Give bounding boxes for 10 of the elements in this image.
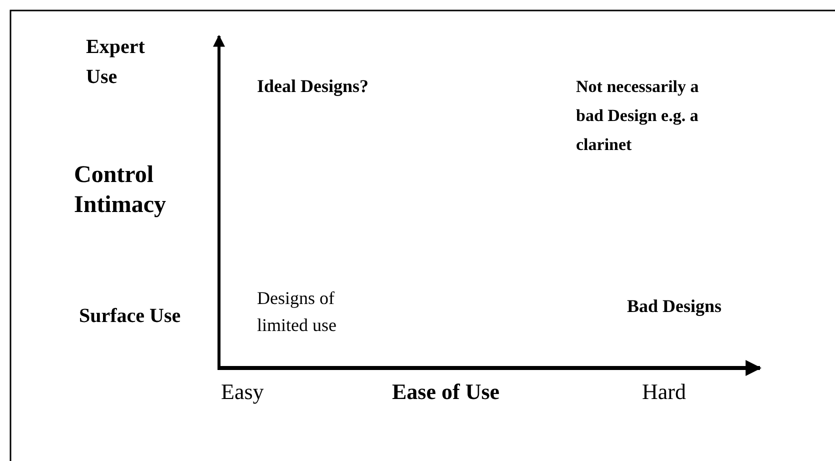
- axis-level-label: Expert Use: [86, 35, 146, 90]
- quadrant-label: Designs of limited use: [257, 287, 338, 337]
- axis-title: Control Intimacy: [74, 161, 167, 220]
- quadrant-label: Not necessarily a bad Design e.g. a clarinet: [576, 76, 700, 156]
- axis-level-label: Hard: [642, 378, 687, 406]
- axis-level-label: Easy: [221, 378, 265, 406]
- quadrant-label: Bad Designs: [627, 295, 723, 318]
- quadrant-label: Ideal Designs?: [257, 75, 370, 98]
- axis-title: Ease of Use: [392, 378, 501, 406]
- axis-level-label: Surface Use: [79, 304, 182, 329]
